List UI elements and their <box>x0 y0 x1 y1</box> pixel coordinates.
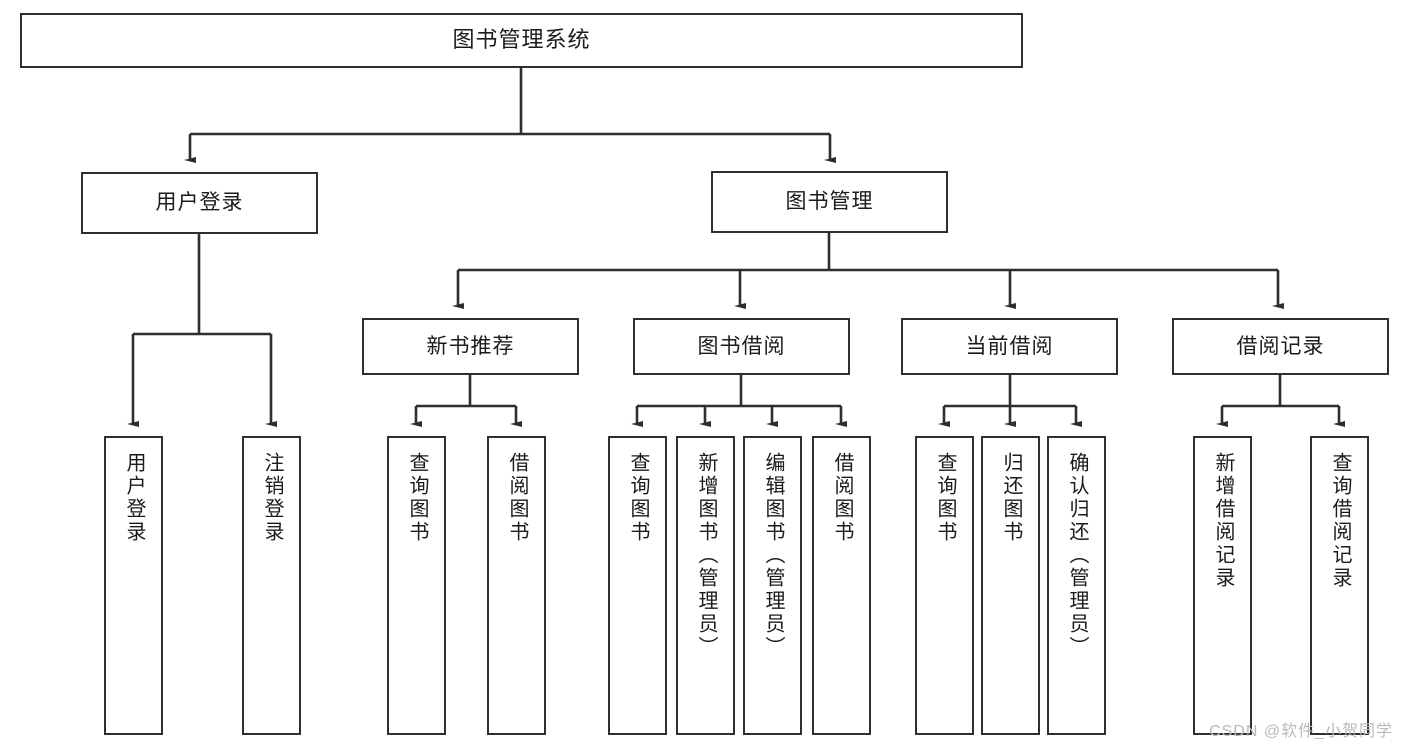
leaf-confirm-return-admin[interactable]: 确认归还（管理员） <box>1047 436 1106 735</box>
node-label: 查询图书 <box>934 452 956 544</box>
node-label: 新书推荐 <box>426 334 515 358</box>
node-label: 用户登录 <box>155 191 244 215</box>
node-label: 图书借阅 <box>697 334 786 358</box>
node-root-book-management-system[interactable]: 图书管理系统 <box>20 13 1023 68</box>
leaf-user-login[interactable]: 用户登录 <box>104 436 163 735</box>
node-label: 借阅图书 <box>831 452 853 544</box>
leaf-query-book-recommend[interactable]: 查询图书 <box>387 436 446 735</box>
leaf-query-borrow-record[interactable]: 查询借阅记录 <box>1310 436 1369 735</box>
node-current-borrow[interactable]: 当前借阅 <box>901 318 1118 375</box>
node-label: 编辑图书（管理员） <box>762 452 784 659</box>
node-label: 图书管理系统 <box>452 27 591 53</box>
node-user-login[interactable]: 用户登录 <box>81 172 318 234</box>
leaf-query-book-borrow[interactable]: 查询图书 <box>608 436 667 735</box>
node-label: 借阅记录 <box>1236 334 1325 358</box>
node-label: 用户登录 <box>123 452 145 544</box>
leaf-logout[interactable]: 注销登录 <box>242 436 301 735</box>
node-label: 查询图书 <box>406 452 428 544</box>
node-label: 查询借阅记录 <box>1329 452 1351 590</box>
node-label: 新增图书（管理员） <box>695 452 717 659</box>
node-label: 注销登录 <box>261 452 283 544</box>
leaf-return-book[interactable]: 归还图书 <box>981 436 1040 735</box>
node-label: 归还图书 <box>1000 452 1022 544</box>
leaf-borrow-book[interactable]: 借阅图书 <box>812 436 871 735</box>
node-label: 当前借阅 <box>965 334 1054 358</box>
leaf-query-book-current[interactable]: 查询图书 <box>915 436 974 735</box>
node-label: 图书管理 <box>785 190 874 214</box>
node-book-management[interactable]: 图书管理 <box>711 171 948 233</box>
node-label: 确认归还（管理员） <box>1066 452 1088 659</box>
node-label: 借阅图书 <box>506 452 528 544</box>
node-borrow-record[interactable]: 借阅记录 <box>1172 318 1389 375</box>
leaf-edit-book-admin[interactable]: 编辑图书（管理员） <box>743 436 802 735</box>
node-new-book-recommend[interactable]: 新书推荐 <box>362 318 579 375</box>
leaf-add-book-admin[interactable]: 新增图书（管理员） <box>676 436 735 735</box>
leaf-add-borrow-record[interactable]: 新增借阅记录 <box>1193 436 1252 735</box>
node-book-borrow[interactable]: 图书借阅 <box>633 318 850 375</box>
node-label: 查询图书 <box>627 452 649 544</box>
node-label: 新增借阅记录 <box>1212 452 1234 590</box>
leaf-borrow-book-recommend[interactable]: 借阅图书 <box>487 436 546 735</box>
watermark: CSDN @软件_小贺同学 <box>1209 723 1393 740</box>
